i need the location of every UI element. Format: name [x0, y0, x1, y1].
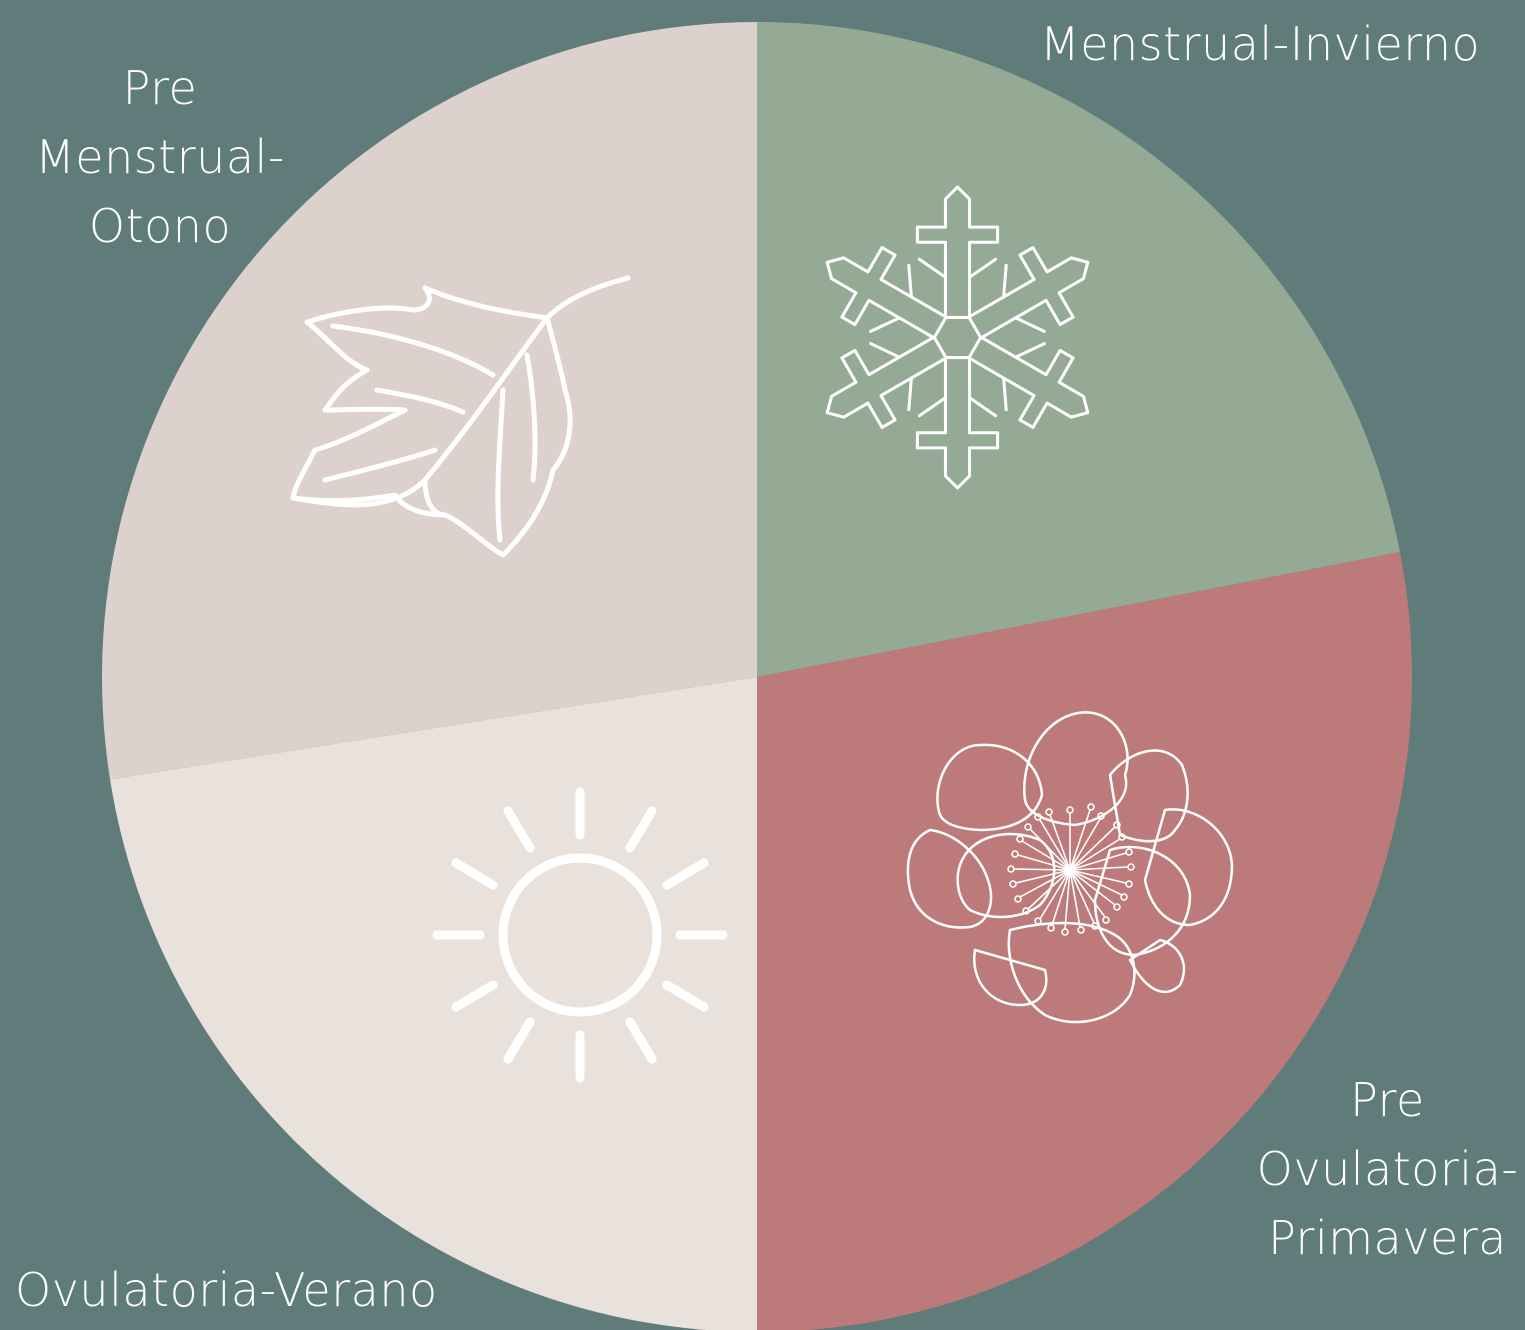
- label-line: Pre: [20, 54, 300, 123]
- label-line: Ovulatoria-: [1250, 1135, 1525, 1204]
- leaf-icon: [285, 270, 635, 560]
- label-line: Otono: [20, 192, 300, 261]
- flower-icon: [900, 705, 1240, 1030]
- sun-icon: [425, 780, 735, 1090]
- label-menstrual-invierno: Menstrual-Invierno: [1040, 10, 1480, 79]
- label-line: Menstrual-Invierno: [1040, 10, 1480, 79]
- snowflake-icon: [815, 175, 1100, 500]
- label-line: Pre: [1250, 1066, 1525, 1135]
- label-line: 26: [1250, 1273, 1525, 1288]
- label-line: Primavera: [1250, 1204, 1525, 1273]
- label-line: Menstrual-: [20, 123, 300, 192]
- label-line: Ovulatoria-Verano: [15, 1256, 438, 1325]
- label-pre-ovulatoria-primavera: Pre Ovulatoria- Primavera 26: [1250, 1066, 1525, 1288]
- label-ovulatoria-verano: Ovulatoria-Verano: [15, 1256, 438, 1325]
- label-pre-menstrual-otono: Pre Menstrual- Otono: [20, 54, 300, 261]
